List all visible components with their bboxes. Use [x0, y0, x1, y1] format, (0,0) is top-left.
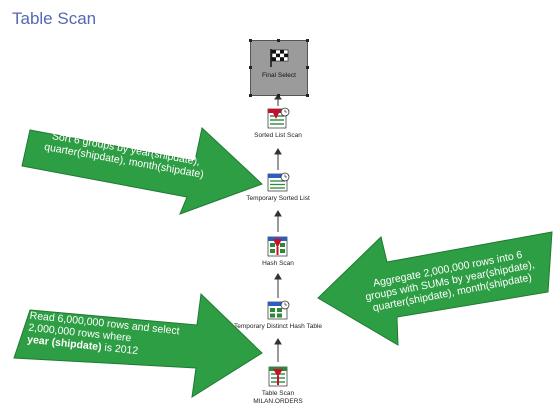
selection-handle	[249, 66, 252, 69]
selection-handle	[306, 39, 309, 42]
selection-handle	[249, 94, 252, 97]
aggregate-callout-arrow	[317, 231, 553, 346]
temporary-distinct-hash-table-label: Temporary Distinct Hash Table	[233, 323, 323, 330]
connector-3-arrowhead	[274, 210, 282, 217]
final-select-node[interactable]: Final Select	[249, 39, 309, 97]
sorted-list-scan-label: Sorted List Scan	[254, 132, 302, 139]
connector-2-arrowhead	[274, 148, 282, 155]
temporary-sorted-list-node[interactable]: Temporary Sorted List	[198, 171, 358, 203]
table-scan-node[interactable]: Table Scan MILAN.ORDERS	[198, 364, 358, 406]
selection-handle	[277, 94, 280, 97]
sorted-list-scan-icon	[267, 107, 290, 129]
table-scan-label-line2: MILAN.ORDERS	[253, 398, 303, 405]
selection-handle	[306, 94, 309, 97]
final-select-label: Final Select	[262, 72, 296, 79]
slide-title: Table Scan	[12, 9, 97, 28]
selection-handle	[249, 39, 252, 42]
selection-handle	[277, 39, 280, 42]
hash-scan-node[interactable]: Hash Scan	[198, 234, 358, 268]
connector-4-arrowhead	[274, 273, 282, 280]
hash-scan-label: Hash Scan	[262, 260, 294, 267]
temporary-distinct-hash-table-node[interactable]: Temporary Distinct Hash Table	[198, 299, 358, 331]
read-callout-arrow	[13, 292, 263, 398]
sort-callout-arrow	[21, 127, 263, 215]
checkered-flag-icon	[270, 49, 289, 67]
selection-handle	[306, 66, 309, 69]
sorted-list-scan-node[interactable]: Sorted List Scan	[198, 106, 358, 140]
hash-scan-icon	[267, 236, 288, 257]
connector-1-arrowhead	[274, 94, 282, 100]
table-scan-label-line1: Table Scan	[261, 390, 295, 397]
temporary-sorted-list-label: Temporary Sorted List	[246, 195, 310, 202]
temporary-table-icon	[267, 300, 290, 320]
temporary-table-icon	[267, 172, 290, 192]
connector-5-arrowhead	[274, 338, 282, 345]
table-scan-icon	[268, 366, 288, 387]
